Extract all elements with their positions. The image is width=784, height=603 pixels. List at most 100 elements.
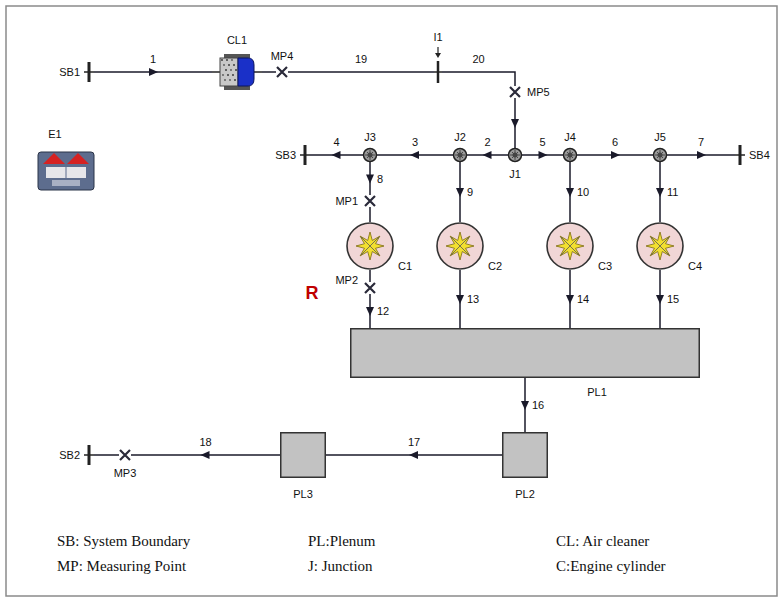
arrow-head — [521, 401, 529, 410]
pipe-connector — [577, 151, 653, 159]
callout-letter: R — [306, 283, 319, 303]
node-shape — [276, 66, 288, 78]
node-shape — [735, 145, 745, 165]
cylinder-symbol — [637, 223, 683, 269]
node-label: MP3 — [114, 467, 137, 480]
arrow-head — [656, 295, 664, 304]
pipe-number: 14 — [576, 293, 590, 306]
node-label: MP2 — [335, 274, 358, 287]
node-label: SB1 — [59, 66, 80, 79]
node-label: PL3 — [293, 488, 313, 501]
node-shape — [350, 328, 700, 378]
node-label: SB4 — [749, 149, 770, 162]
measuring-cross — [365, 283, 375, 293]
plenum-box — [281, 433, 326, 478]
engine-node: E1 — [38, 148, 94, 190]
pipe-connector — [566, 162, 574, 222]
pipe-connector — [656, 162, 664, 222]
mp-node: MP3 — [119, 449, 131, 461]
node-label: MP1 — [335, 195, 358, 208]
pipe-number: 15 — [666, 293, 680, 306]
pipe-number: 11 — [666, 186, 679, 199]
pipe-number: 7 — [697, 136, 705, 149]
pipe-number: 4 — [332, 136, 340, 149]
sb-node: SB2 — [84, 445, 94, 465]
arrow-head — [539, 151, 548, 159]
pipe-number: 6 — [611, 136, 619, 149]
node-label: MP4 — [271, 50, 294, 63]
node-label: C2 — [488, 260, 502, 273]
arrow-head — [566, 295, 574, 304]
pipe-connector — [310, 151, 363, 159]
pipe-number: 10 — [576, 186, 590, 199]
junction-symbol — [564, 149, 577, 162]
junction-node: J5 — [653, 148, 667, 162]
plenum-box — [351, 329, 700, 378]
node-label: MP5 — [527, 86, 550, 99]
pipe-line — [369, 207, 371, 222]
arrow-head — [511, 119, 519, 128]
pipe-connector — [511, 98, 519, 148]
node-shape — [364, 195, 376, 207]
pipe-number: 1 — [149, 53, 157, 66]
pipe-connector — [566, 270, 574, 328]
junction-node: J3 — [363, 148, 377, 162]
node-shape — [509, 86, 521, 98]
junction-symbol — [454, 149, 467, 162]
junction-node: J2 — [453, 148, 467, 162]
pipe-line — [442, 72, 515, 86]
pipe-number: 2 — [483, 136, 491, 149]
node-shape — [636, 222, 684, 270]
node-shape — [84, 445, 94, 465]
pipe-connector — [377, 151, 453, 159]
pipe-connector — [456, 162, 464, 222]
arrow-head — [410, 151, 419, 159]
orifice-marker — [435, 47, 441, 58]
node-shape — [502, 432, 548, 478]
node-shape — [546, 222, 594, 270]
pipe-number: 19 — [354, 53, 368, 66]
legend-text: CL: Air cleaner — [556, 532, 649, 550]
node-label: C1 — [398, 260, 412, 273]
pipe-line — [369, 270, 371, 282]
sb-node: SB3 — [300, 145, 310, 165]
arrow-head — [149, 68, 158, 76]
node-label: C4 — [688, 260, 702, 273]
arrow-head — [656, 188, 664, 197]
node-label: E1 — [48, 128, 61, 141]
legend-text: PL:Plenum — [308, 532, 376, 550]
pipe-line — [262, 71, 276, 73]
node-shape — [508, 148, 522, 162]
arrow-head — [566, 188, 574, 197]
pipe-connector — [262, 72, 276, 73]
pipe-number: 20 — [471, 53, 485, 66]
pipe-number: 9 — [466, 186, 474, 199]
node-label: PL2 — [515, 488, 535, 501]
pipe-connector — [288, 72, 434, 73]
arrow-head — [611, 151, 620, 159]
pipe-connector — [656, 270, 664, 328]
sb-node: SB1 — [84, 62, 94, 82]
arrow-head — [366, 307, 374, 316]
pipe-connector — [370, 207, 371, 222]
pl-node: PL1 — [350, 328, 700, 378]
node-label: J3 — [364, 131, 376, 144]
node-shape — [280, 432, 326, 478]
pipe-connector — [522, 151, 563, 159]
pipe-connector — [94, 455, 119, 456]
node-label: I1 — [433, 31, 442, 44]
cyl-node: C4 — [636, 222, 684, 270]
node-shape — [38, 148, 94, 190]
pipe-connector — [370, 270, 371, 282]
arrow-head — [409, 451, 418, 459]
filter-body — [220, 58, 238, 86]
node-shape — [346, 222, 394, 270]
pipe-connector — [467, 151, 508, 159]
node-label: J2 — [454, 131, 466, 144]
pipe-number: 16 — [531, 399, 545, 412]
filter-housing — [238, 58, 254, 86]
node-shape — [653, 148, 667, 162]
node-shape — [436, 222, 484, 270]
pipe-connector — [94, 68, 212, 76]
